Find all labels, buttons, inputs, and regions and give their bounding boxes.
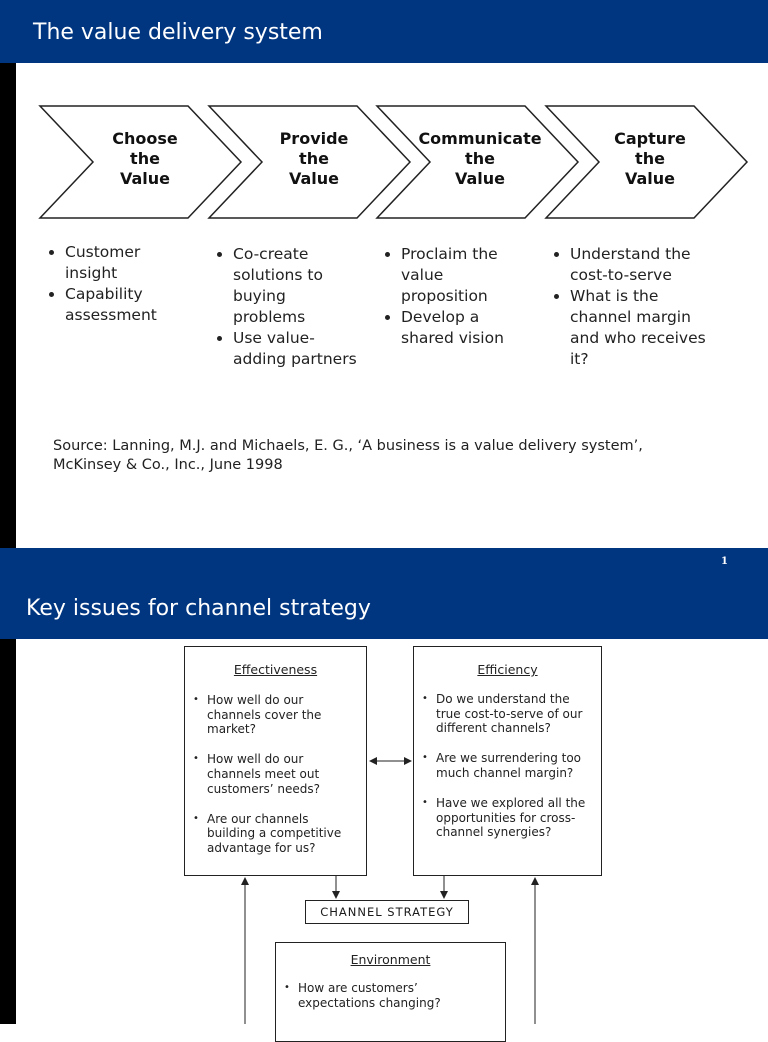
- chevron-provide: [207, 105, 412, 219]
- effectiveness-box: Effectiveness How well do our channels c…: [184, 646, 367, 876]
- list-item: Have we explored all the opportunities f…: [422, 796, 591, 840]
- source-line: McKinsey & Co., Inc., June 1998: [53, 457, 283, 473]
- label-line: the: [465, 149, 495, 168]
- bullets-provide: Co-create solutions to buying problems U…: [208, 244, 358, 370]
- bullet-item: Capability assessment: [65, 284, 180, 326]
- label-line: the: [299, 149, 329, 168]
- list-item: How well do our channels meet out custom…: [193, 752, 356, 796]
- bullet-item: What is the channel margin and who recei…: [570, 286, 715, 370]
- slide2-title: Key issues for channel strategy: [26, 596, 371, 621]
- chevron-label-provide: Provide the Value: [264, 129, 364, 189]
- list-item: How well do our channels cover the marke…: [193, 693, 356, 737]
- label-line: the: [635, 149, 665, 168]
- efficiency-box: Efficiency Do we understand the true cos…: [413, 646, 602, 876]
- label-line: Provide: [279, 129, 349, 148]
- chevron-label-communicate: Communicate the Value: [415, 129, 545, 189]
- slide2-left-bar: [0, 639, 16, 1024]
- list-item: Are we surrendering too much channel mar…: [422, 751, 591, 781]
- bullet-item: Co-create solutions to buying problems: [233, 244, 358, 328]
- slide1-left-bar: [0, 63, 16, 548]
- list-item: How are customers’ expectations changing…: [284, 981, 495, 1011]
- label-line: Choose: [112, 129, 178, 148]
- list-item: Are our channels building a competitive …: [193, 812, 356, 856]
- effectiveness-title: Effectiveness: [233, 662, 318, 677]
- bullet-item: Develop a shared vision: [401, 307, 521, 349]
- bullets-capture: Understand the cost-to-serve What is the…: [545, 244, 715, 370]
- label-line: Capture: [614, 129, 686, 148]
- bullet-item: Proclaim the value proposition: [401, 244, 521, 307]
- chevron-communicate: [375, 105, 580, 219]
- channel-strategy-box: CHANNEL STRATEGY: [305, 900, 469, 924]
- value-chain-chevrons: [38, 105, 749, 219]
- chevron-label-capture: Capture the Value: [600, 129, 700, 189]
- chevron-label-choose: Choose the Value: [95, 129, 195, 189]
- page-number: 1: [721, 556, 728, 567]
- source-line: Source: Lanning, M.J. and Michaels, E. G…: [53, 438, 643, 454]
- bullets-communicate: Proclaim the value proposition Develop a…: [376, 244, 521, 349]
- source-citation: Source: Lanning, M.J. and Michaels, E. G…: [53, 437, 643, 475]
- bullets-choose: Customer insight Capability assessment: [40, 242, 180, 326]
- slide1-title: The value delivery system: [33, 20, 323, 45]
- label-line: Value: [454, 169, 506, 188]
- bullet-item: Use value-adding partners: [233, 328, 358, 370]
- list-item: Do we understand the true cost-to-serve …: [422, 692, 591, 736]
- chevron-choose: [38, 105, 243, 219]
- efficiency-title: Efficiency: [477, 662, 538, 677]
- slide1-header: The value delivery system: [0, 0, 768, 63]
- bullet-item: Understand the cost-to-serve: [570, 244, 715, 286]
- chevron-capture: [544, 105, 749, 219]
- label-line: Communicate: [418, 129, 542, 148]
- bullet-item: Customer insight: [65, 242, 180, 284]
- label-line: the: [130, 149, 160, 168]
- environment-box: Environment How are customers’ expectati…: [275, 942, 506, 1042]
- label-line: Value: [624, 169, 676, 188]
- label-line: Value: [119, 169, 171, 188]
- slide2-header: Key issues for channel strategy: [0, 548, 768, 639]
- label-line: Value: [288, 169, 340, 188]
- environment-title: Environment: [350, 952, 431, 967]
